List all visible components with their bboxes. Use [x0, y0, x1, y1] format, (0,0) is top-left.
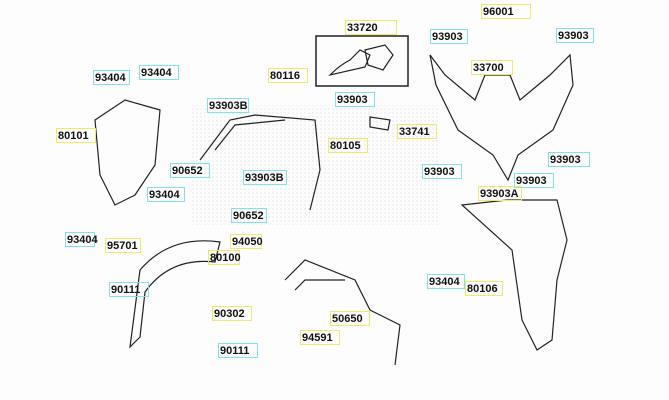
part-label-93404[interactable]: 93404 — [427, 274, 465, 289]
part-50650 — [284, 259, 401, 366]
part-label-93404[interactable]: 93404 — [147, 187, 185, 202]
part-33700 — [429, 53, 574, 182]
part-label-96001[interactable]: 96001 — [481, 4, 531, 19]
part-label-94591[interactable]: 94591 — [300, 330, 340, 345]
part-box-33720 — [315, 35, 409, 87]
part-label-80116[interactable]: 80116 — [268, 68, 308, 83]
part-80105 — [199, 114, 321, 211]
part-label-50650[interactable]: 50650 — [330, 311, 370, 326]
part-label-95701[interactable]: 95701 — [105, 238, 141, 253]
part-80106 — [460, 199, 568, 351]
part-label-93903[interactable]: 93903 — [430, 29, 468, 44]
part-label-33741[interactable]: 33741 — [397, 124, 437, 139]
part-label-94050[interactable]: 94050 — [230, 234, 263, 249]
part-label-33700[interactable]: 33700 — [471, 60, 513, 75]
part-label-80105[interactable]: 80105 — [328, 138, 368, 153]
part-label-80100[interactable]: 80100 — [208, 250, 241, 265]
part-label-80106[interactable]: 80106 — [465, 281, 503, 296]
part-label-33720[interactable]: 33720 — [345, 20, 397, 35]
part-label-93903A[interactable]: 93903A — [478, 186, 522, 201]
part-label-90111[interactable]: 90111 — [218, 343, 258, 358]
part-33741 — [369, 116, 391, 131]
part-label-93903[interactable]: 93903 — [514, 173, 554, 188]
part-label-93903[interactable]: 93903 — [556, 28, 594, 43]
part-label-93404[interactable]: 93404 — [65, 232, 98, 247]
part-80101 — [94, 99, 161, 206]
part-label-93903[interactable]: 93903 — [548, 152, 590, 167]
part-label-93903B[interactable]: 93903B — [243, 170, 287, 185]
part-label-93903[interactable]: 93903 — [422, 164, 462, 179]
part-label-90111[interactable]: 90111 — [109, 282, 149, 297]
part-label-90302[interactable]: 90302 — [212, 306, 252, 321]
part-label-80101[interactable]: 80101 — [56, 128, 96, 143]
part-label-93404[interactable]: 93404 — [139, 65, 179, 80]
part-label-93903B[interactable]: 93903B — [207, 98, 249, 113]
part-33720 — [328, 44, 394, 77]
part-label-90652[interactable]: 90652 — [170, 163, 210, 178]
part-label-93903[interactable]: 93903 — [335, 92, 375, 107]
part-label-93404[interactable]: 93404 — [93, 70, 130, 85]
part-label-90652[interactable]: 90652 — [231, 208, 267, 223]
